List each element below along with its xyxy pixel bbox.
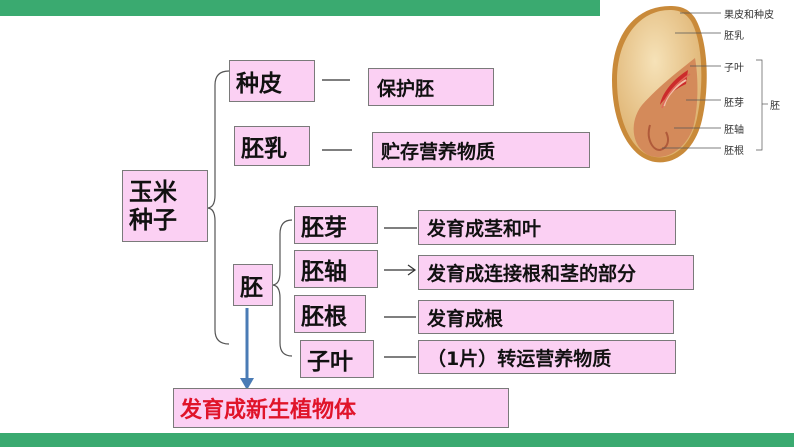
peiru-label: 胚乳 bbox=[241, 136, 287, 162]
top-accent-bar bbox=[0, 0, 794, 16]
peizhou-label: 胚轴 bbox=[301, 259, 347, 285]
peizhou-desc-box: 发育成连接根和茎的部分 bbox=[418, 255, 694, 290]
pei-box: 胚 bbox=[233, 264, 273, 306]
label-peigen: 胚根 bbox=[724, 146, 744, 157]
peigen-label: 胚根 bbox=[301, 304, 347, 330]
label-pei: 胚 bbox=[770, 101, 780, 112]
root-brace bbox=[206, 70, 230, 345]
corn-kernel-illustration bbox=[612, 6, 768, 163]
zhongpi-desc: 保护胚 bbox=[377, 77, 435, 100]
root-box: 玉米 种子 bbox=[122, 170, 208, 242]
result-arrow-head bbox=[240, 378, 254, 390]
result-label: 发育成新生植物体 bbox=[180, 398, 357, 423]
peiya-label: 胚芽 bbox=[301, 215, 347, 241]
peigen-desc: 发育成根 bbox=[427, 307, 504, 330]
peiya-box: 胚芽 bbox=[294, 206, 378, 244]
label-guopi: 果皮和种皮 bbox=[724, 10, 774, 21]
peigen-box: 胚根 bbox=[294, 295, 366, 333]
zhongpi-box: 种皮 bbox=[229, 60, 315, 102]
peizhou-box: 胚轴 bbox=[294, 250, 378, 288]
peizhou-desc: 发育成连接根和茎的部分 bbox=[427, 263, 637, 285]
pei-brace bbox=[271, 219, 293, 357]
result-box: 发育成新生植物体 bbox=[173, 388, 509, 428]
pei-label: 胚 bbox=[240, 275, 263, 301]
bottom-accent-bar bbox=[0, 433, 794, 447]
label-ziye: 子叶 bbox=[724, 63, 744, 74]
peigen-desc-box: 发育成根 bbox=[418, 300, 674, 334]
ziye-box: 子叶 bbox=[300, 340, 374, 378]
peiru-desc-box: 贮存营养物质 bbox=[372, 132, 590, 168]
ziye-desc: （1片）转运营养物质 bbox=[427, 347, 612, 370]
peiru-box: 胚乳 bbox=[234, 126, 310, 166]
seed-figure: 果皮和种皮 胚乳 子叶 胚芽 胚轴 胚根 胚 bbox=[600, 0, 794, 168]
zhongpi-desc-box: 保护胚 bbox=[368, 68, 494, 106]
dash-peizhou-tip bbox=[407, 264, 417, 276]
ziye-desc-box: （1片）转运营养物质 bbox=[418, 340, 676, 374]
peiya-desc-box: 发育成茎和叶 bbox=[418, 210, 676, 245]
peiya-desc: 发育成茎和叶 bbox=[427, 218, 542, 240]
zhongpi-label: 种皮 bbox=[236, 71, 282, 97]
label-peiya: 胚芽 bbox=[724, 98, 744, 109]
kernel-radicle bbox=[647, 124, 669, 152]
root-label: 玉米 种子 bbox=[129, 178, 177, 234]
label-peizhou: 胚轴 bbox=[724, 125, 744, 136]
ziye-label: 子叶 bbox=[307, 349, 353, 375]
peiru-desc: 贮存营养物质 bbox=[381, 140, 496, 163]
label-peiru: 胚乳 bbox=[724, 31, 744, 42]
